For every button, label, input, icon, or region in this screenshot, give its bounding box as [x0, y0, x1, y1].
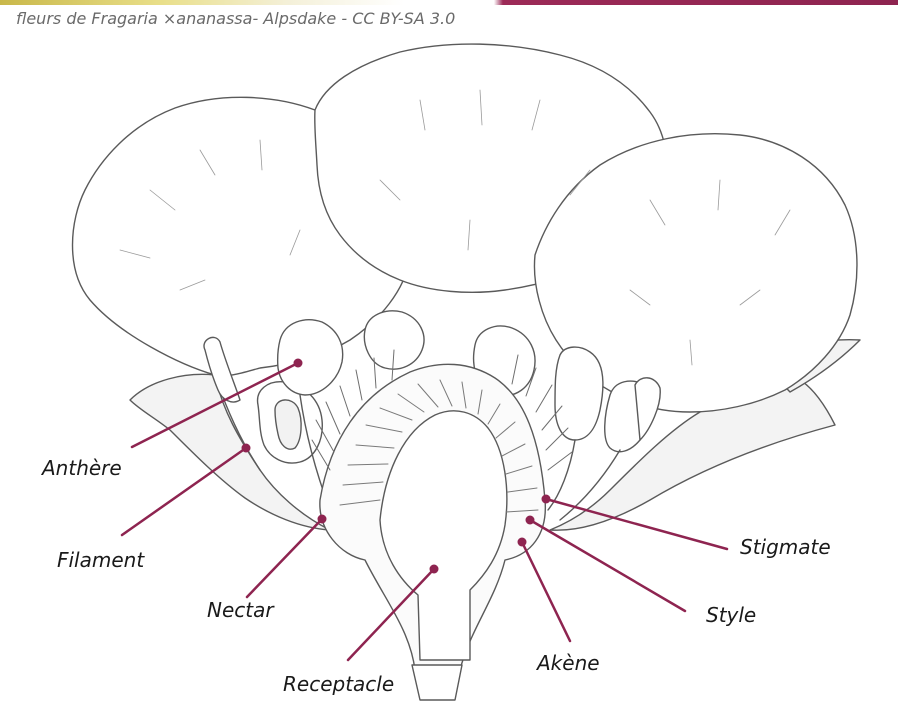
label-stigmate: Stigmate — [740, 535, 831, 559]
receptacle-base — [411, 664, 463, 701]
label-style: Style — [706, 603, 756, 627]
style-dot — [525, 515, 535, 525]
top-color-band — [0, 0, 898, 5]
center-anther — [363, 310, 425, 370]
left-anther-small — [203, 336, 241, 403]
stigmate-leader — [544, 497, 729, 551]
label-nectar: Nectar — [207, 598, 275, 622]
filament-leader — [120, 446, 248, 537]
image-credit: fleurs de Fragaria ×ananassa- Alpsdake -… — [16, 9, 456, 28]
anthere-leader — [130, 361, 300, 449]
right-anther-3 — [634, 377, 661, 441]
leader-lines — [120, 361, 729, 662]
nectar-leader — [245, 517, 324, 599]
label-akene: Akène — [535, 651, 600, 675]
receptacle-leader — [346, 567, 436, 662]
akene-leader — [520, 540, 572, 643]
left-anther-upper — [276, 319, 344, 396]
pistil-bristles — [311, 349, 573, 471]
label-receptacle: Receptacle — [283, 672, 394, 696]
label-anthere: Anthère — [40, 456, 122, 480]
left-anther-open-inner — [274, 399, 302, 450]
leader-dots — [241, 358, 551, 574]
label-filament: Filament — [57, 548, 145, 572]
akene-dot — [517, 537, 527, 547]
right-filament-2 — [559, 449, 621, 521]
petal-veins — [119, 89, 791, 366]
receptacle-ribs — [339, 379, 539, 513]
filament-dot — [241, 443, 251, 453]
receptacle-inner — [379, 410, 508, 661]
receptacle-dot — [429, 564, 439, 574]
right-filament-1 — [547, 439, 576, 511]
right-anther-1 — [554, 346, 604, 441]
stigmate-dot — [541, 494, 551, 504]
style-leader — [528, 518, 687, 613]
nectar-dot — [317, 514, 327, 524]
flower-illustration — [71, 43, 861, 701]
anthere-dot — [293, 358, 303, 368]
